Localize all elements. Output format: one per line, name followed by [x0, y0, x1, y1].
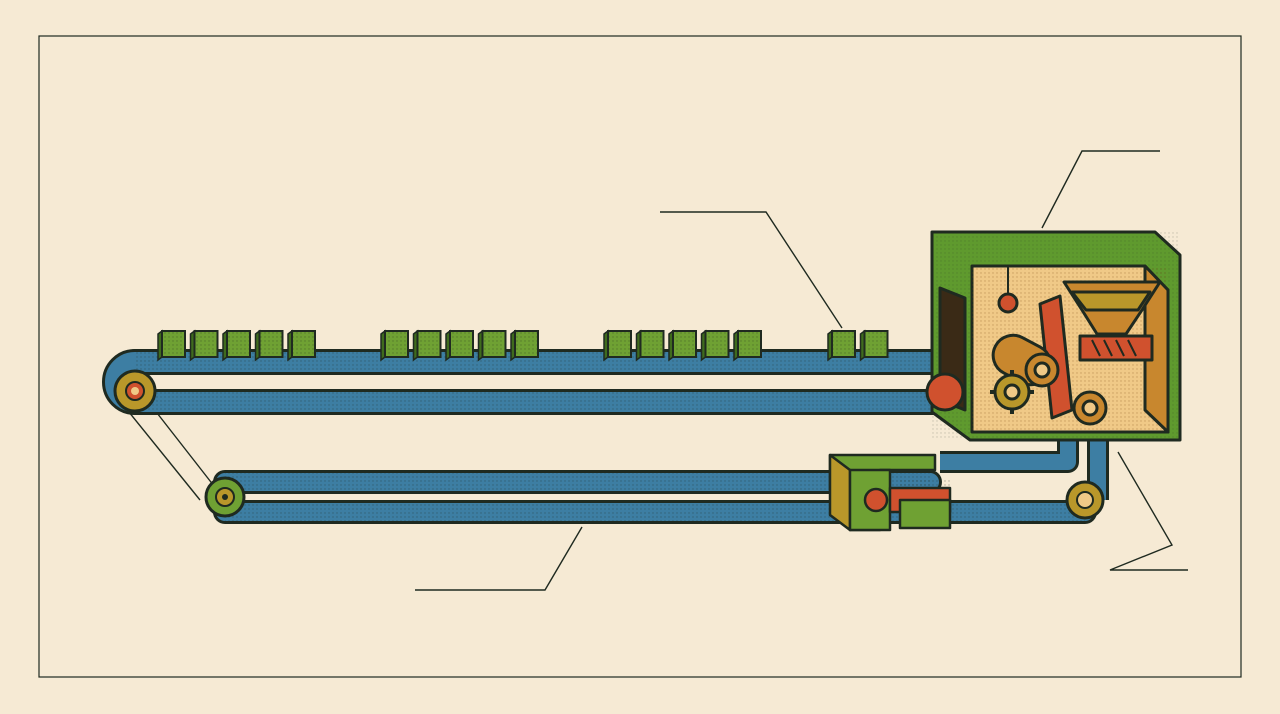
clamp-unit [828, 453, 952, 532]
lower-right-roller [1065, 480, 1105, 520]
callout-line-machine [1041, 150, 1160, 229]
gear-icon [990, 370, 1034, 414]
product-block [222, 329, 251, 362]
product-block [380, 329, 409, 362]
lower-conveyor-belt [213, 470, 1097, 524]
processing-machine [925, 230, 1182, 442]
product-block [157, 329, 186, 362]
lower-left-roller [204, 476, 246, 518]
product-block [859, 329, 889, 362]
product-block [668, 329, 697, 362]
product-block [827, 329, 856, 362]
product-block [477, 329, 507, 362]
callout-lines [415, 150, 1188, 591]
callout-line-belt [415, 526, 583, 591]
product-block [287, 329, 316, 362]
product-block [510, 329, 539, 362]
callout-line-output [1109, 451, 1188, 571]
product-block [635, 329, 665, 362]
product-block [733, 329, 762, 362]
callout-line-blocks [660, 211, 843, 329]
frame-border [38, 35, 1242, 678]
upper-conveyor-belt [102, 349, 1001, 415]
product-block [603, 329, 632, 362]
product-block [445, 329, 474, 362]
product-block [412, 329, 442, 362]
left-roller [113, 369, 157, 413]
product-block [189, 329, 219, 362]
product-block [254, 329, 284, 362]
block-row [157, 329, 889, 362]
product-block [700, 329, 730, 362]
